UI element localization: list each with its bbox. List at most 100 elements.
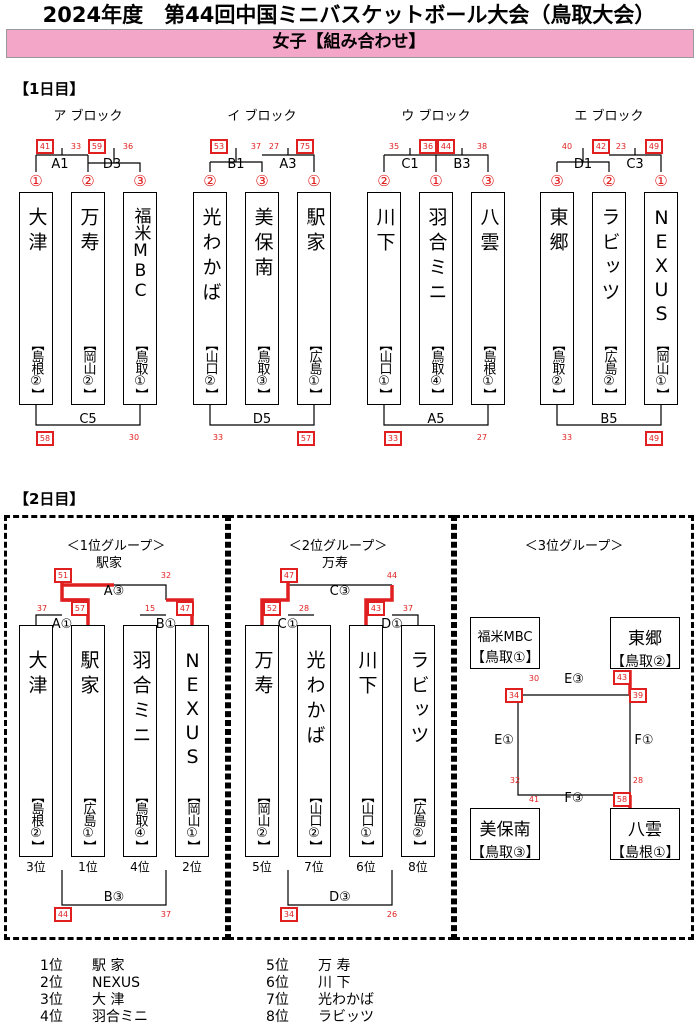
score: 27 [476,433,488,442]
score-box: 49 [645,431,663,446]
team-card: 駅家【広島①】 [71,625,105,857]
score-box: 52 [263,601,281,616]
match-label: A5 [427,412,445,427]
team-card: ラビッツ【広島②】 [401,625,435,857]
match-label: C5 [79,412,97,427]
score: 37 [402,604,414,613]
team-card: 光わかば【山口②】 [193,192,227,405]
block-b-title: イ ブロック [227,109,297,124]
rank-label: 8位 [408,860,428,874]
ranking-row: 7位光わかば [266,992,374,1008]
rank-label: 4位 [130,860,150,874]
seed: ① [429,172,443,190]
match-label: F① [634,733,654,748]
match-label: B5 [600,412,618,427]
team-card: 川下【山口①】 [349,625,383,857]
score: 30 [528,674,540,683]
block-d-title: エ ブロック [574,109,644,124]
match-label: C① [277,617,299,632]
score: 27 [268,142,280,151]
score-box: 47 [280,568,298,583]
score: 41 [528,795,540,804]
match-label: B③ [103,890,125,905]
team-card: 福米MBC【鳥取①】 [123,192,157,405]
rank-label: 5位 [252,860,272,874]
ranking-row: 1位駅 家 [40,958,125,974]
match-label: B① [155,617,177,632]
rank-label: 6位 [356,860,376,874]
block-c-title: ウ ブロック [401,109,471,124]
rank-label: 7位 [304,860,324,874]
match-label: D③ [329,890,351,905]
match-label: D5 [252,412,272,427]
score: 32 [509,776,521,785]
score: 32 [160,571,172,580]
team-card: 光わかば【山口②】 [297,625,331,857]
seed: ② [602,172,616,190]
score: 33 [70,142,82,151]
group2-frame [228,515,454,940]
score-box: 58 [613,792,631,807]
group3-frame [454,515,694,940]
team-card: 八雲【島根①】 [471,192,505,405]
team-card: 八雲【島根①】 [610,808,680,861]
team-card: 美保南【鳥取③】 [245,192,279,405]
ranking-row: 8位ラビッツ [266,1009,374,1025]
seed: ③ [255,172,269,190]
score: 37 [250,142,262,151]
seed: ② [203,172,217,190]
score: 37 [160,910,172,919]
group1-winner: 駅家 [96,556,123,571]
match-label: B3 [453,157,471,172]
score: 36 [122,142,134,151]
team-card: 万寿【岡山②】 [245,625,279,857]
team-card: 大津【島根②】 [19,625,53,857]
score-box: 33 [384,431,402,446]
score-box: 57 [71,601,89,616]
group2-winner: 万寿 [322,556,349,571]
score-box: 51 [54,568,72,583]
match-label: D3 [102,157,122,172]
score: 38 [476,142,488,151]
match-label: A1 [51,157,69,172]
team-card: 羽合ミニ【鳥取④】 [123,625,157,857]
team-card: 福米MBC【鳥取①】 [470,617,540,669]
score: 40 [561,142,573,151]
match-label: D1 [573,157,593,172]
score: 15 [144,604,156,613]
team-card: 駅家【広島①】 [297,192,331,405]
day1-label: 【1日目】 [14,80,85,98]
score-box: 36 [419,139,437,154]
day2-label: 【2日目】 [14,490,85,508]
team-card: 川下【山口①】 [367,192,401,405]
score-box: 53 [210,139,228,154]
score-box: 44 [54,907,72,922]
team-card: 大津【島根②】 [19,192,53,405]
seed: ② [377,172,391,190]
score-box: 49 [645,139,663,154]
group2-title: ＜2位グループ＞ [288,539,388,554]
score-box: 34 [280,907,298,922]
seed: ① [654,172,668,190]
match-label: F③ [564,791,584,806]
team-card: 万寿【岡山②】 [71,192,105,405]
score-box: 75 [296,139,314,154]
seed: ③ [133,172,147,190]
ranking-row: 5位万 寿 [266,958,351,974]
subtitle-bar [6,29,694,58]
match-label: A3 [279,157,297,172]
team-card: 美保南【鳥取③】 [470,808,540,861]
score: 33 [561,433,573,442]
score: 33 [212,433,224,442]
seed: ② [81,172,95,190]
team-card: NEXUS【岡山①】 [175,625,209,857]
score: 35 [388,142,400,151]
score-box: 43 [367,601,385,616]
score-box: 58 [36,431,54,446]
score: 28 [298,604,310,613]
rank-label: 1位 [78,860,98,874]
team-card: 東郷【鳥取②】 [540,192,574,405]
rank-label: 3位 [26,860,46,874]
block-a-title: ア ブロック [53,109,123,124]
